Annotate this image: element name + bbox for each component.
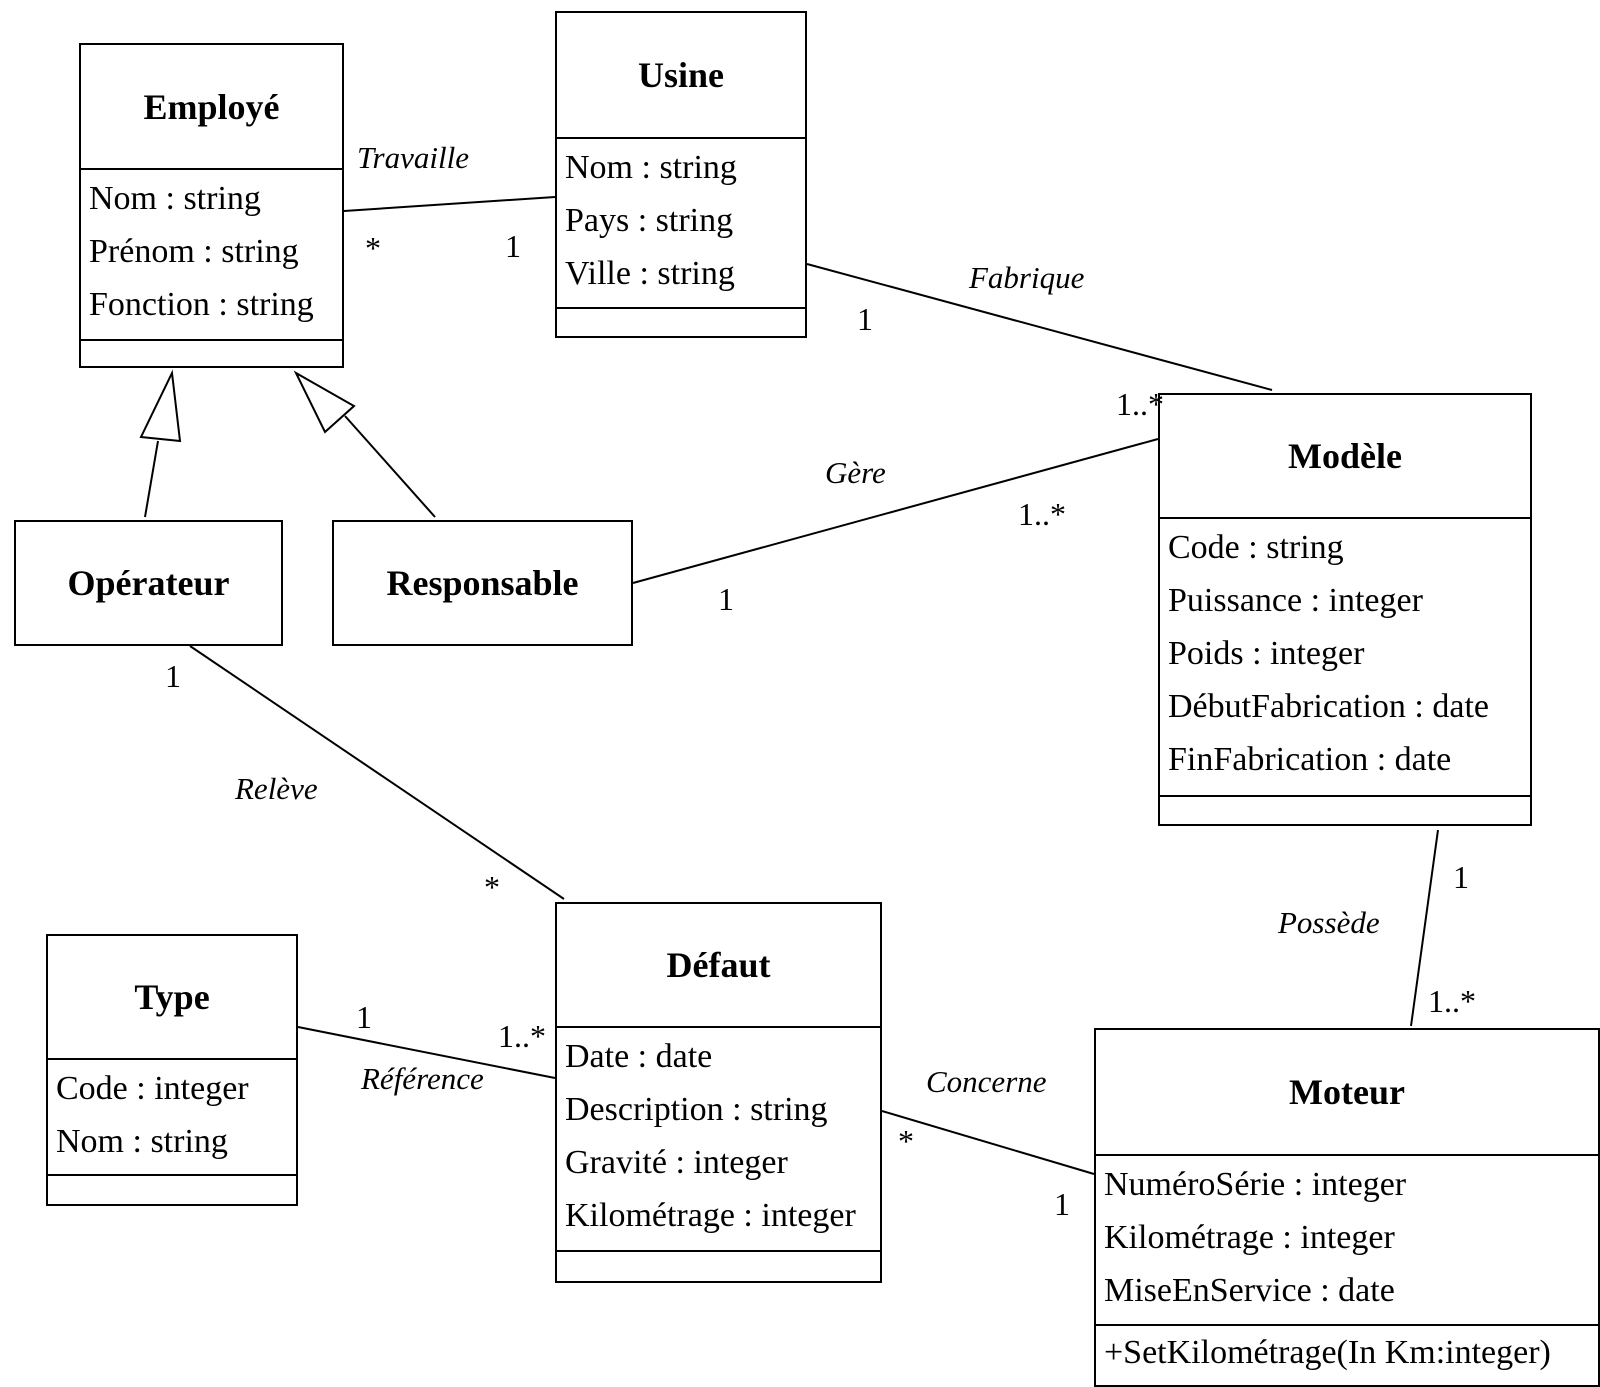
attribute: Pays : string <box>565 202 734 239</box>
class-employe: Employé Nom : string Prénom : string Fon… <box>79 43 344 368</box>
attribute: Kilométrage : integer <box>565 1197 856 1234</box>
multiplicity-gere-responsable: 1 <box>718 581 734 617</box>
association-possede-label: Possède <box>1278 905 1380 940</box>
attribute: Fonction : string <box>89 286 314 323</box>
class-moteur: Moteur NuméroSérie : integer Kilométrage… <box>1094 1028 1600 1387</box>
multiplicity-releve-operateur: 1 <box>165 658 181 694</box>
attribute: Poids : integer <box>1168 635 1365 672</box>
attribute: DébutFabrication : date <box>1168 688 1490 725</box>
attribute: Ville : string <box>565 255 735 292</box>
class-modele-name: Modèle <box>1160 395 1530 519</box>
class-employe-operations <box>81 341 342 366</box>
association-possede-line <box>1410 829 1439 1027</box>
class-employe-name: Employé <box>81 45 342 170</box>
class-defaut: Défaut Date : date Description : string … <box>555 902 882 1283</box>
attribute: FinFabrication : date <box>1168 741 1452 778</box>
attribute: NuméroSérie : integer <box>1104 1166 1407 1203</box>
class-defaut-operations <box>557 1252 880 1281</box>
class-type: Type Code : integer Nom : string <box>46 934 298 1206</box>
class-modele-attributes: Code : string Puissance : integer Poids … <box>1160 519 1530 797</box>
attribute: Kilométrage : integer <box>1104 1219 1395 1256</box>
generalization-operateur-arrowhead <box>139 369 182 443</box>
multiplicity-reference-type: 1 <box>356 999 372 1035</box>
association-fabrique-label: Fabrique <box>969 260 1085 295</box>
association-reference-label: Référence <box>361 1061 484 1096</box>
association-reference-line <box>297 1026 556 1079</box>
multiplicity-possede-moteur: 1..* <box>1428 983 1476 1019</box>
association-concerne-label: Concerne <box>926 1064 1047 1099</box>
class-modele: Modèle Code : string Puissance : integer… <box>1158 393 1532 826</box>
class-type-attributes: Code : integer Nom : string <box>48 1060 296 1176</box>
multiplicity-fabrique-modele: 1..* <box>1116 386 1164 422</box>
class-type-operations <box>48 1176 296 1204</box>
class-defaut-attributes: Date : date Description : string Gravité… <box>557 1028 880 1252</box>
class-employe-attributes: Nom : string Prénom : string Fonction : … <box>81 170 342 341</box>
attribute: Code : integer <box>56 1070 249 1107</box>
class-operateur-name: Opérateur <box>67 563 230 603</box>
attribute: Prénom : string <box>89 233 299 270</box>
class-usine-operations <box>557 309 805 336</box>
multiplicity-possede-modele: 1 <box>1453 859 1469 895</box>
multiplicity-travaille-employe: * <box>365 230 381 266</box>
class-moteur-operations: +SetKilométrage(In Km:integer) <box>1096 1326 1598 1385</box>
attribute: Nom : string <box>56 1123 228 1160</box>
class-usine-name: Usine <box>557 13 805 139</box>
class-usine-attributes: Nom : string Pays : string Ville : strin… <box>557 139 805 309</box>
multiplicity-concerne-defaut: * <box>898 1123 914 1159</box>
attribute: Puissance : integer <box>1168 582 1423 619</box>
operation: +SetKilométrage(In Km:integer) <box>1104 1334 1551 1371</box>
class-type-name: Type <box>48 936 296 1060</box>
class-moteur-name: Moteur <box>1096 1030 1598 1156</box>
attribute: Nom : string <box>565 149 737 186</box>
association-travaille-line <box>343 196 556 212</box>
attribute: Code : string <box>1168 529 1344 566</box>
association-releve-line <box>189 645 565 900</box>
attribute: MiseEnService : date <box>1104 1272 1395 1309</box>
association-fabrique-line <box>806 263 1273 391</box>
attribute: Description : string <box>565 1091 828 1128</box>
association-travaille-label: Travaille <box>357 140 469 175</box>
class-modele-operations <box>1160 797 1530 824</box>
multiplicity-travaille-usine: 1 <box>505 228 521 264</box>
multiplicity-gere-modele: 1..* <box>1018 496 1066 532</box>
generalization-operateur-line <box>144 440 159 518</box>
class-moteur-attributes: NuméroSérie : integer Kilométrage : inte… <box>1096 1156 1598 1326</box>
generalization-responsable-arrowhead <box>293 370 356 434</box>
association-concerne-line <box>881 1110 1095 1175</box>
multiplicity-reference-defaut: 1..* <box>498 1018 546 1054</box>
association-gere-label: Gère <box>825 455 886 490</box>
attribute: Nom : string <box>89 180 261 217</box>
class-defaut-name: Défaut <box>557 904 880 1028</box>
generalization-responsable-line <box>344 415 436 518</box>
multiplicity-fabrique-usine: 1 <box>857 301 873 337</box>
class-usine: Usine Nom : string Pays : string Ville :… <box>555 11 807 338</box>
class-responsable: Responsable <box>332 520 633 646</box>
multiplicity-releve-defaut: * <box>484 869 500 905</box>
attribute: Date : date <box>565 1038 713 1075</box>
multiplicity-concerne-moteur: 1 <box>1054 1186 1070 1222</box>
attribute: Gravité : integer <box>565 1144 788 1181</box>
class-operateur: Opérateur <box>14 520 283 646</box>
association-releve-label: Relève <box>235 771 318 806</box>
class-responsable-name: Responsable <box>386 563 579 603</box>
association-gere-line <box>632 438 1159 584</box>
